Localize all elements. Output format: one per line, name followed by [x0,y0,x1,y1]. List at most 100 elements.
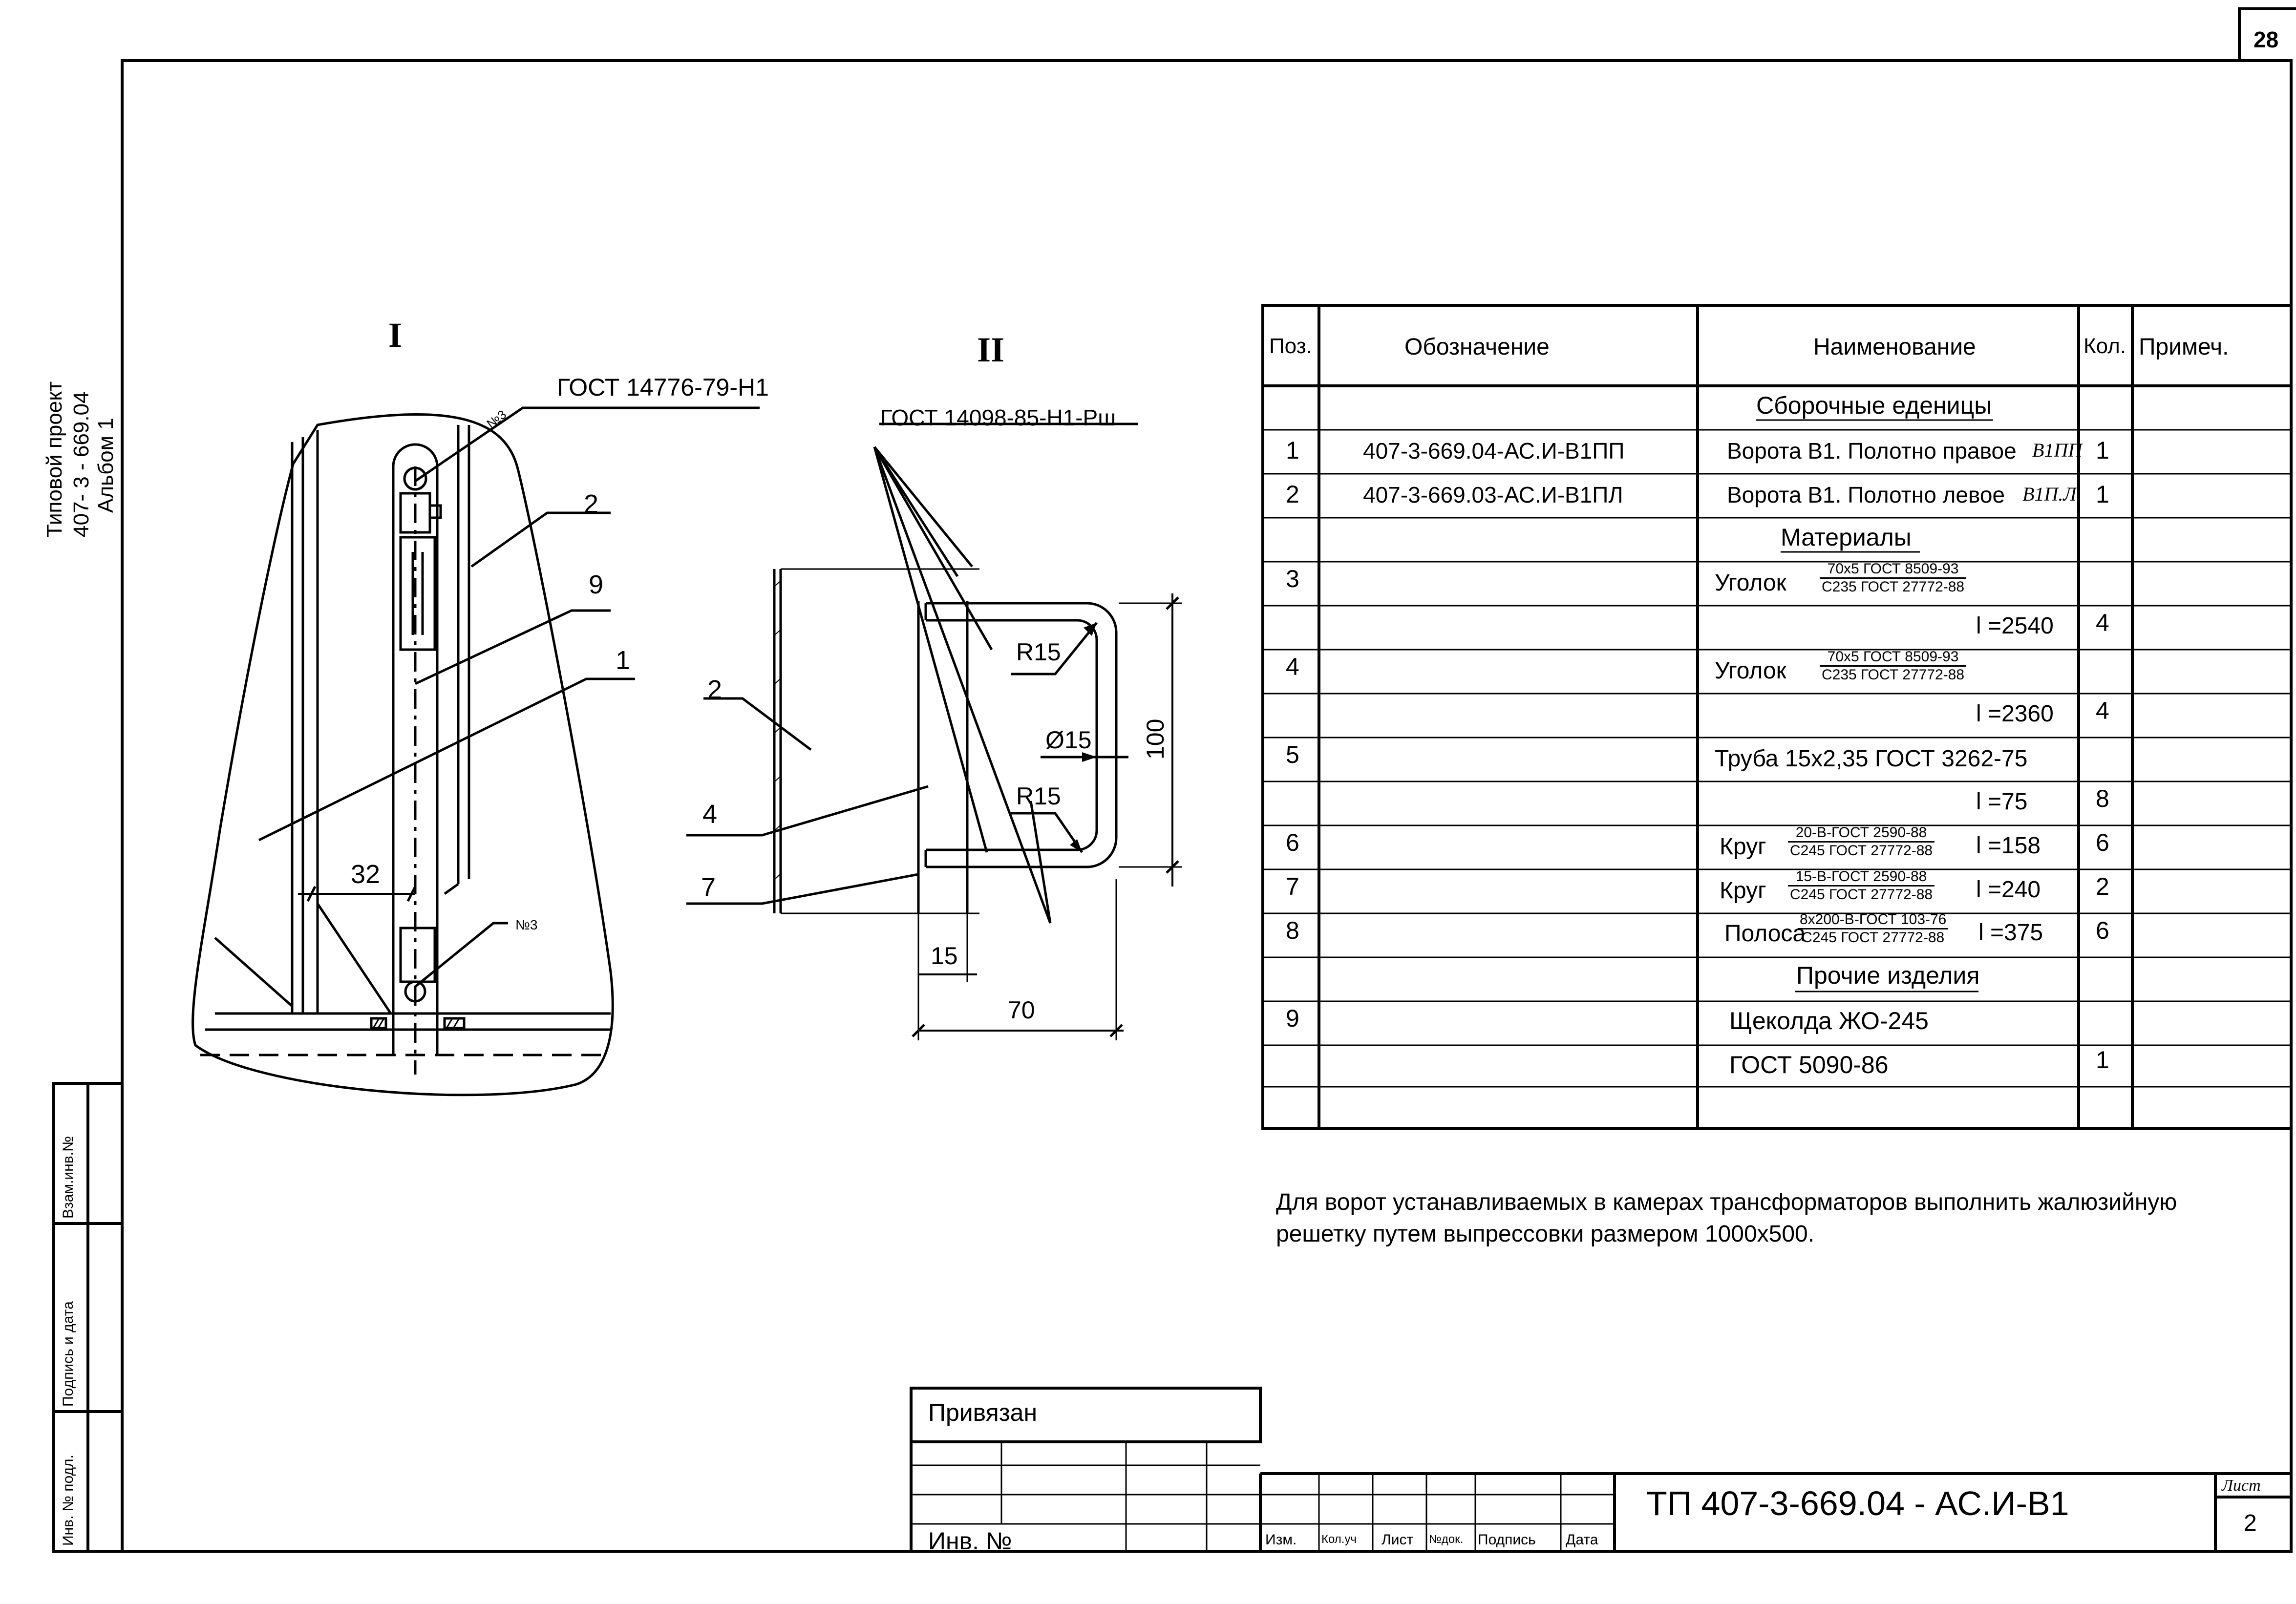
row6-qty: 6 [2096,829,2109,856]
row5b-qty: 8 [2096,785,2109,812]
main-frame [121,59,2293,1553]
row4b-qty: 4 [2096,697,2109,724]
row5-name: Труба 15х2,35 ГОСТ 3262-75 [1715,746,2028,772]
title-inv-no: Инв. № [928,1527,1012,1555]
row3b-length: l =2540 [1976,613,2054,639]
row3-pos: 3 [1286,565,1299,592]
note-line1: Для ворот устанавливаемых в камерах тран… [1276,1189,2177,1215]
row7-pos: 7 [1286,873,1299,900]
row4-name: Уголок [1715,658,1786,684]
table-header-qty: Кол. [2083,334,2126,358]
row6-frac-num: 20-В-ГОСТ 2590-88 [1788,825,1935,843]
view-II-label: II [977,330,1005,369]
corner-box [2238,7,2296,61]
table-header-designation: Обозначение [1404,334,1550,360]
weld-symbol-bottom: №3 [515,917,538,932]
row4-frac-num: 70х5 ГОСТ 8509-93 [1820,650,1967,667]
row9b-name: ГОСТ 5090-86 [1729,1051,1889,1078]
section-materials: Материалы [1781,524,1912,551]
view-I-pos-1: 1 [616,646,631,675]
row8-frac-num: 8х200-В-ГОСТ 103-76 [1798,912,1949,929]
margin-title-line2: 407- 3 - 669.04 [69,391,93,537]
row9-name: Щеколда ЖО-245 [1729,1007,1929,1034]
table-header-name: Наименование [1813,334,1976,360]
row8-pos: 8 [1286,917,1299,944]
row1-qty: 1 [2096,437,2109,464]
row1-name-suffix: В1ПП [2032,439,2083,461]
view-II-gost-callout: ГОСТ 14098-85-Н1-Рш [880,405,1116,430]
row1-pos: 1 [1286,437,1299,464]
row5-pos: 5 [1286,741,1299,768]
title-col-podpis: Подпись [1478,1532,1536,1548]
stamp-podpis-data: Подпись и дата [60,1301,76,1407]
view-II-pos-7: 7 [701,873,716,902]
row3-profile-fraction: 70х5 ГОСТ 8509-93 С235 ГОСТ 27772-88 [1820,562,1967,595]
title-col-list: Лист [1382,1532,1414,1548]
section-other-items: Прочие изделия [1796,962,1980,989]
row6-frac-den: С245 ГОСТ 27772-88 [1790,843,1933,859]
stamp-vzam-inv: Взам.инв.№ [60,1136,76,1219]
row7-length: l =240 [1976,877,2041,903]
row4-pos: 4 [1286,653,1299,680]
title-col-data: Дата [1566,1532,1598,1548]
margin-title-line1: Типовой проект [43,381,66,537]
corner-page-number: 28 [2253,27,2279,52]
row7-profile-fraction: 15-В-ГОСТ 2590-88 С245 ГОСТ 27772-88 [1788,869,1935,902]
title-col-ndok: №док. [1429,1533,1464,1546]
row1-name: Ворота В1. Полотно правое [1727,438,2017,464]
dim-height-100: 100 [1142,718,1169,760]
row8-name: Полоса [1724,921,1806,947]
view-II-pos-4: 4 [702,800,718,829]
row2-name-suffix: В1П.Л [2022,483,2077,505]
dim-radius-bottom: R15 [1016,782,1061,810]
title-col-izm: Изм. [1265,1532,1297,1548]
row7-frac-den: С245 ГОСТ 27772-88 [1790,886,1933,903]
row6-pos: 6 [1286,829,1299,856]
margin-title-line3: Альбом 1 [94,418,118,513]
dim-offset-15: 15 [931,942,958,970]
spec-table-grid [1261,304,2293,1130]
row7-name: Круг [1720,878,1766,904]
row3-frac-num: 70х5 ГОСТ 8509-93 [1820,562,1967,579]
row9-pos: 9 [1286,1005,1299,1032]
title-block-grid [910,1387,2291,1551]
row4b-length: l =2360 [1976,701,2054,727]
row7-frac-num: 15-В-ГОСТ 2590-88 [1788,869,1935,886]
row6-name: Круг [1720,834,1766,860]
row9b-qty: 1 [2096,1046,2109,1074]
row8-profile-fraction: 8х200-В-ГОСТ 103-76 С245 ГОСТ 27772-88 [1798,912,1949,946]
row4-frac-den: С235 ГОСТ 27772-88 [1822,667,1965,683]
view-I-gost-callout: ГОСТ 14776-79-Н1 [557,374,769,401]
stamp-inv-podl: Инв. № подл. [60,1455,76,1546]
row1-designation: 407-3-669.04-АС.И-В1ПП [1363,438,1625,464]
view-II-graphics [686,422,1182,1040]
row2-designation: 407-3-669.03-АС.И-В1ПЛ [1363,482,1623,507]
row2-qty: 1 [2096,481,2109,508]
row8-frac-den: С245 ГОСТ 27772-88 [1802,929,1945,946]
row8-qty: 6 [2096,917,2109,944]
note-line2: решетку путем выпрессовки размером 1000х… [1276,1221,1815,1247]
title-col-kol-uch: Кол.уч [1321,1533,1357,1546]
row8-length: l =375 [1978,920,2043,946]
title-sheet-number: 2 [2244,1510,2257,1536]
view-I-label: I [388,316,403,355]
row7-qty: 2 [2096,873,2109,900]
row4-profile-fraction: 70х5 ГОСТ 8509-93 С235 ГОСТ 27772-88 [1820,650,1967,683]
view-I-pos-9: 9 [589,570,604,599]
title-privyazan: Привязан [928,1399,1038,1426]
view-I-pos-2: 2 [584,489,599,519]
dim-width-70: 70 [1008,996,1035,1024]
table-header-note: Примеч. [2139,334,2229,360]
section-assembly-units: Сборочные еденицы [1756,392,1992,419]
dim-diameter: Ø15 [1045,726,1092,754]
title-document-code: ТП 407-3-669.04 - АС.И-В1 [1646,1484,2069,1522]
row3-frac-den: С235 ГОСТ 27772-88 [1822,579,1965,595]
row6-profile-fraction: 20-В-ГОСТ 2590-88 С245 ГОСТ 27772-88 [1788,825,1935,858]
row2-pos: 2 [1286,481,1299,508]
view-I-dim-32: 32 [351,860,381,889]
dim-radius-top: R15 [1016,638,1061,666]
row2-name: Ворота В1. Полотно левое [1727,482,2005,507]
row6-length: l =158 [1976,833,2041,859]
